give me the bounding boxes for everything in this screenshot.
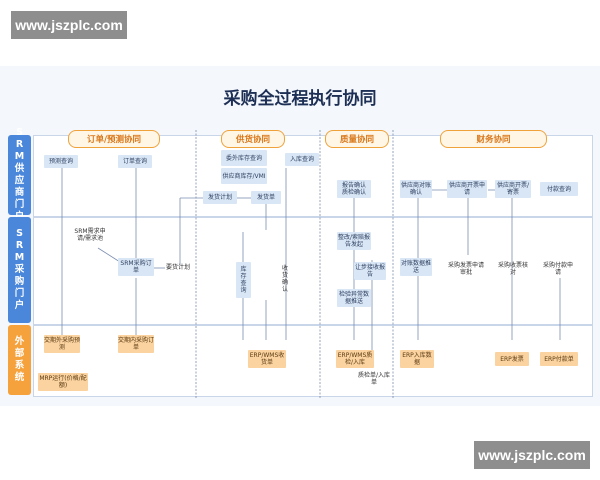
node-step-receipt-report: 让步接收报告 (354, 262, 386, 280)
label-receipt-confirm: 收货确认 (281, 265, 288, 293)
supplier-band (33, 135, 593, 217)
lane-external-system: 外部系统 (8, 325, 31, 395)
phase-finance: 财务协同 (440, 130, 547, 148)
node-mrp-run: MRP运行(价格/配额) (38, 373, 88, 391)
diagram-title: 采购全过程执行协同 (223, 89, 377, 109)
node-consign-inventory-query: 委外库存查询 (221, 150, 267, 166)
watermark-bottom: www.jszplc.com (474, 441, 590, 469)
lane-supplier-portal: SRM供应商门户 (8, 127, 31, 222)
node-payment-query: 付款查询 (540, 182, 578, 196)
node-inspect-abnormal-push: 检验异常数据推送 (337, 289, 371, 307)
node-erp-invoice: ERP发票 (495, 352, 529, 366)
phase-supply: 供货协同 (221, 130, 285, 148)
node-external-forecast: 交期外采购预测 (44, 335, 81, 353)
node-delivery-note: 发货单 (251, 191, 281, 204)
node-external-order: 交期内采购订单 (118, 335, 155, 353)
phase-order-forecast: 订单/预测协同 (68, 130, 160, 148)
watermark-top: www.jszplc.com (11, 11, 127, 39)
label-purchase-receipt-verify: 采购收票核对 (497, 262, 528, 276)
node-order-query: 订单查询 (118, 155, 152, 168)
node-erp-wms-inspect: ERP/WMS质检/入库 (336, 350, 374, 368)
node-delivery-plan: 发货计划 (203, 191, 237, 204)
label-purchase-invoice-review: 采购发票申请审批 (448, 262, 485, 276)
node-supplier-inventory-vmi: 供应商库存/VMI (221, 168, 267, 184)
node-rectify-report: 整改/索赔报告发起 (337, 232, 371, 250)
node-srm-purchase-order: SRM采购订单 (118, 258, 154, 276)
node-forecast-query: 预测查询 (44, 155, 78, 168)
node-inventory-query: 库存查询 (236, 262, 251, 298)
node-erp-inbound-data: ERP入库数据 (400, 350, 434, 368)
lane-purchaser-portal: SRM采购门户 (8, 217, 31, 323)
phase-quality: 质量协同 (325, 130, 389, 148)
label-demand-plan: 要货计划 (165, 264, 190, 271)
node-reconcile-data-push: 对账数据推送 (400, 258, 432, 276)
node-supplier-invoice-apply: 供应商开票申请 (447, 180, 487, 198)
node-report-confirm: 报告确认质检确认 (337, 180, 371, 198)
label-inspect-list: 质检单/入库单 (357, 372, 391, 386)
node-srm-demand-apply: SRM需求申请/需求池 (74, 228, 106, 242)
node-inbound-query: 入库查询 (285, 153, 319, 166)
node-erp-wms-receipt: ERP/WMS收货单 (248, 350, 286, 368)
label-purchase-payment-apply: 采购付款申请 (542, 262, 573, 276)
node-supplier-invoice-receipt: 供应商开票/寄票 (495, 180, 531, 198)
node-supplier-reconcile-confirm: 供应商对账确认 (400, 180, 432, 198)
node-erp-payment: ERP付款单 (540, 352, 578, 366)
